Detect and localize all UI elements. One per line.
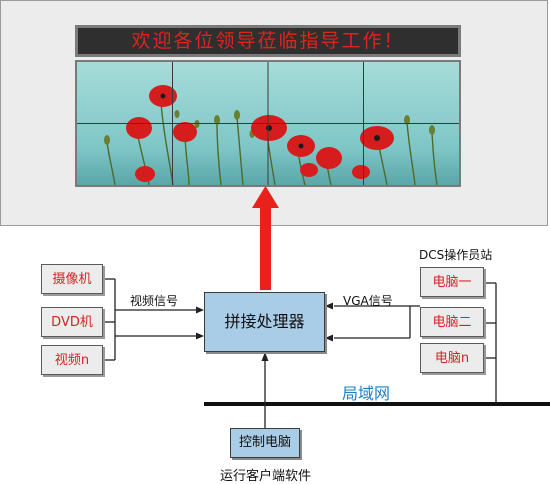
red-arrow-shaft [260,206,271,290]
control-pc: 控制电脑 [230,428,300,458]
arrowhead-vga-2 [325,334,333,342]
arrowhead-video-2 [196,332,204,340]
banner-text: 欢迎各位领导莅临指导工作！ [131,30,405,52]
poppy-image [77,62,459,185]
dcs-computer-n-label: 电脑n [434,351,470,366]
control-pc-caption: 运行客户端软件 [220,469,312,484]
dcs-computer-n: 电脑n [420,343,484,373]
control-pc-label: 控制电脑 [238,435,291,450]
processor-label: 拼接处理器 [224,312,305,331]
dcs-computer-2-label: 电脑二 [432,315,472,330]
source-video-n-label: 视频n [54,353,90,368]
led-banner: 欢迎各位领导莅临指导工作！ [75,25,461,57]
red-arrow-head [252,186,279,208]
dcs-computer-1: 电脑一 [420,267,484,297]
video-wall-screen [75,60,461,187]
arrowhead-control [261,352,269,361]
lan-label: 局域网 [342,384,391,403]
source-dvd-label: DVD机 [51,315,93,330]
dcs-computer-1-label: 电脑一 [432,275,472,290]
arrowhead-vga-1 [325,302,333,310]
source-video-n: 视频n [41,345,103,375]
splicing-processor: 拼接处理器 [204,292,325,352]
source-camera: 摄像机 [41,264,103,294]
dcs-computer-2: 电脑二 [420,307,484,337]
video-signal-label: 视频信号 [130,294,179,308]
source-dvd: DVD机 [41,307,103,337]
vga-signal-label: VGA信号 [343,294,393,308]
dcs-title: DCS操作员站 [419,248,493,262]
source-camera-label: 摄像机 [52,272,92,287]
arrowhead-video-1 [196,306,204,314]
